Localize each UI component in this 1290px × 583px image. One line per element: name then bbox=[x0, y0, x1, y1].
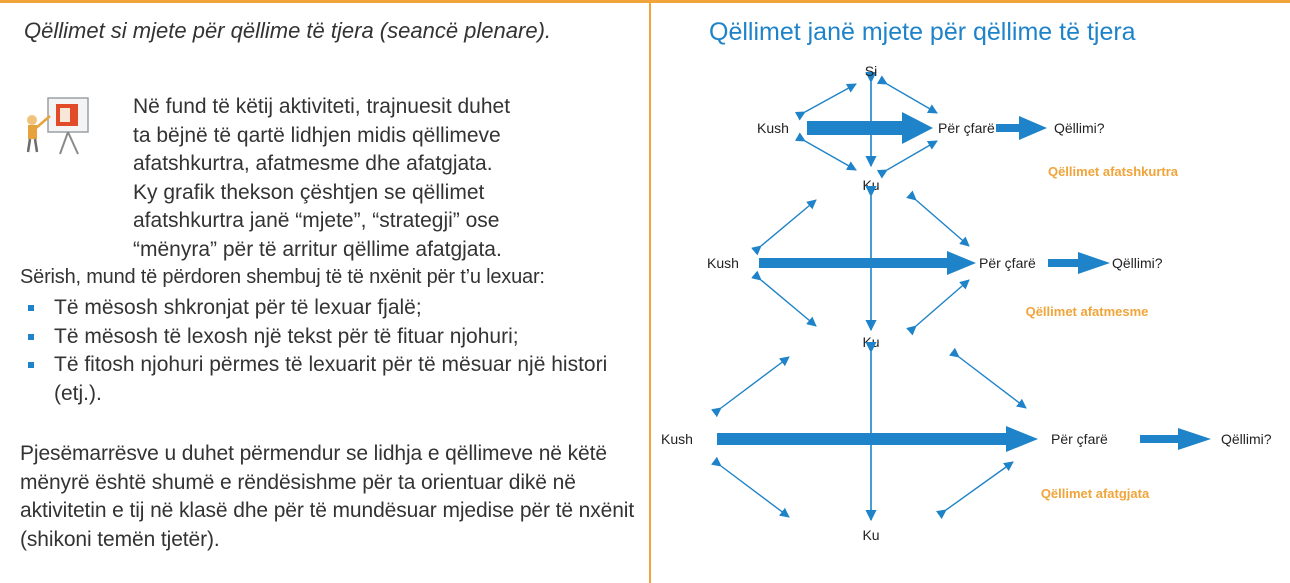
diagonal-arrow bbox=[906, 190, 970, 247]
level-caption: Qëllimet afatmesme bbox=[1026, 304, 1149, 319]
activity-explanation: Në fund të këtij aktiviteti, trajnuesit … bbox=[133, 93, 613, 264]
instructions-column: Qëllimet si mjete për qëllime të tjera (… bbox=[20, 18, 640, 552]
diagonal-arrow bbox=[711, 356, 790, 418]
main-arrow bbox=[759, 251, 976, 275]
long-term-level: Kush Për çfarë Qëllimi? Ku Qëllimet afat… bbox=[661, 341, 1272, 543]
short-term-level: Si Kush Për çfarë Qëllimi? Ku Qëllimet a… bbox=[757, 63, 1179, 193]
list-item-text: Të mësosh shkronjat për të lexuar fjalë; bbox=[54, 296, 422, 319]
diagram-column: Qëllimet janë mjete për qëllime të tjera… bbox=[651, 0, 1290, 583]
presentation-board-icon bbox=[20, 92, 92, 156]
diagonal-arrow bbox=[935, 461, 1014, 520]
node-ku: Ku bbox=[862, 334, 879, 350]
diagram-title: Qëllimet janë mjete për qëllime të tjera bbox=[709, 18, 1136, 46]
node-per-cfare: Për çfarë bbox=[979, 255, 1036, 271]
main-arrow bbox=[717, 426, 1038, 452]
node-ku: Ku bbox=[862, 177, 879, 193]
diagonal-arrow bbox=[751, 270, 817, 327]
explanation-line: Ky grafik thekson çështjen se qëllimet bbox=[133, 180, 485, 204]
main-arrow bbox=[807, 112, 933, 144]
bullet-icon bbox=[28, 333, 34, 340]
node-goal: Qëllimi? bbox=[1054, 120, 1105, 136]
explanation-line: afatshkurtra janë “mjete”, “strategji” o… bbox=[133, 209, 500, 232]
diagonal-arrow bbox=[949, 347, 1027, 409]
explanation-line: “mënyra” për të arritur qëllime afatgjat… bbox=[133, 237, 502, 261]
node-per-cfare: Për çfarë bbox=[938, 120, 995, 136]
node-kush: Kush bbox=[707, 255, 739, 271]
list-item-text: Të fitosh njohuri përmes të lexuarit për… bbox=[54, 353, 608, 405]
level-caption: Qëllimet afatgjata bbox=[1041, 486, 1150, 501]
diagonal-arrow bbox=[906, 279, 970, 336]
medium-term-level: Kush Për çfarë Qëllimi? Ku Qëllimet afat… bbox=[707, 185, 1163, 350]
level-caption: Qëllimet afatshkurtra bbox=[1048, 164, 1179, 179]
diagonal-arrow bbox=[794, 83, 857, 121]
list-item: Të mësosh shkronjat për të lexuar fjalë; bbox=[20, 294, 640, 323]
list-item-text: Të mësosh të lexosh një tekst për të fit… bbox=[54, 324, 519, 348]
top-border bbox=[0, 0, 1290, 3]
node-per-cfare: Për çfarë bbox=[1051, 431, 1108, 447]
goal-arrow bbox=[1140, 428, 1211, 450]
node-goal: Qëllimi? bbox=[1221, 431, 1272, 447]
list-item: Të mësosh të lexosh një tekst për të fit… bbox=[20, 323, 640, 352]
goal-arrow bbox=[1048, 252, 1110, 274]
examples-list: Të mësosh shkronjat për të lexuar fjalë;… bbox=[20, 294, 640, 408]
node-kush: Kush bbox=[757, 120, 789, 136]
node-si: Si bbox=[865, 63, 877, 79]
diagonal-arrow bbox=[876, 75, 938, 114]
bullet-icon bbox=[28, 305, 34, 311]
diagonal-arrow bbox=[711, 456, 790, 518]
closing-paragraph: Pjesëmarrësve u duhet përmendur se lidhj… bbox=[20, 442, 635, 552]
activity-intro: Qëllimet si mjete për qëllime të tjera (… bbox=[24, 18, 552, 43]
list-item: Të fitosh njohuri përmes të lexuarit për… bbox=[20, 351, 640, 408]
examples-intro: Sërish, mund të përdoren shembuj të të n… bbox=[20, 266, 545, 288]
explanation-line: ta bëjnë të qartë lidhjen midis qëllimev… bbox=[133, 123, 501, 147]
node-ku: Ku bbox=[862, 527, 879, 543]
goals-diagram: Si Kush Për çfarë Qëllimi? Ku Qëllimet a… bbox=[661, 63, 1272, 543]
bullet-icon bbox=[28, 362, 34, 368]
column-divider bbox=[649, 0, 651, 583]
explanation-line: afatshkurtra, afatmesme dhe afatgjata. bbox=[133, 152, 493, 175]
diagonal-arrow bbox=[876, 140, 938, 179]
diagonal-arrow bbox=[794, 132, 857, 171]
goal-arrow bbox=[996, 116, 1047, 140]
explanation-line: Në fund të këtij aktiviteti, trajnuesit … bbox=[133, 95, 511, 118]
node-kush: Kush bbox=[661, 431, 693, 447]
node-goal: Qëllimi? bbox=[1112, 255, 1163, 271]
diagonal-arrow bbox=[751, 199, 817, 256]
